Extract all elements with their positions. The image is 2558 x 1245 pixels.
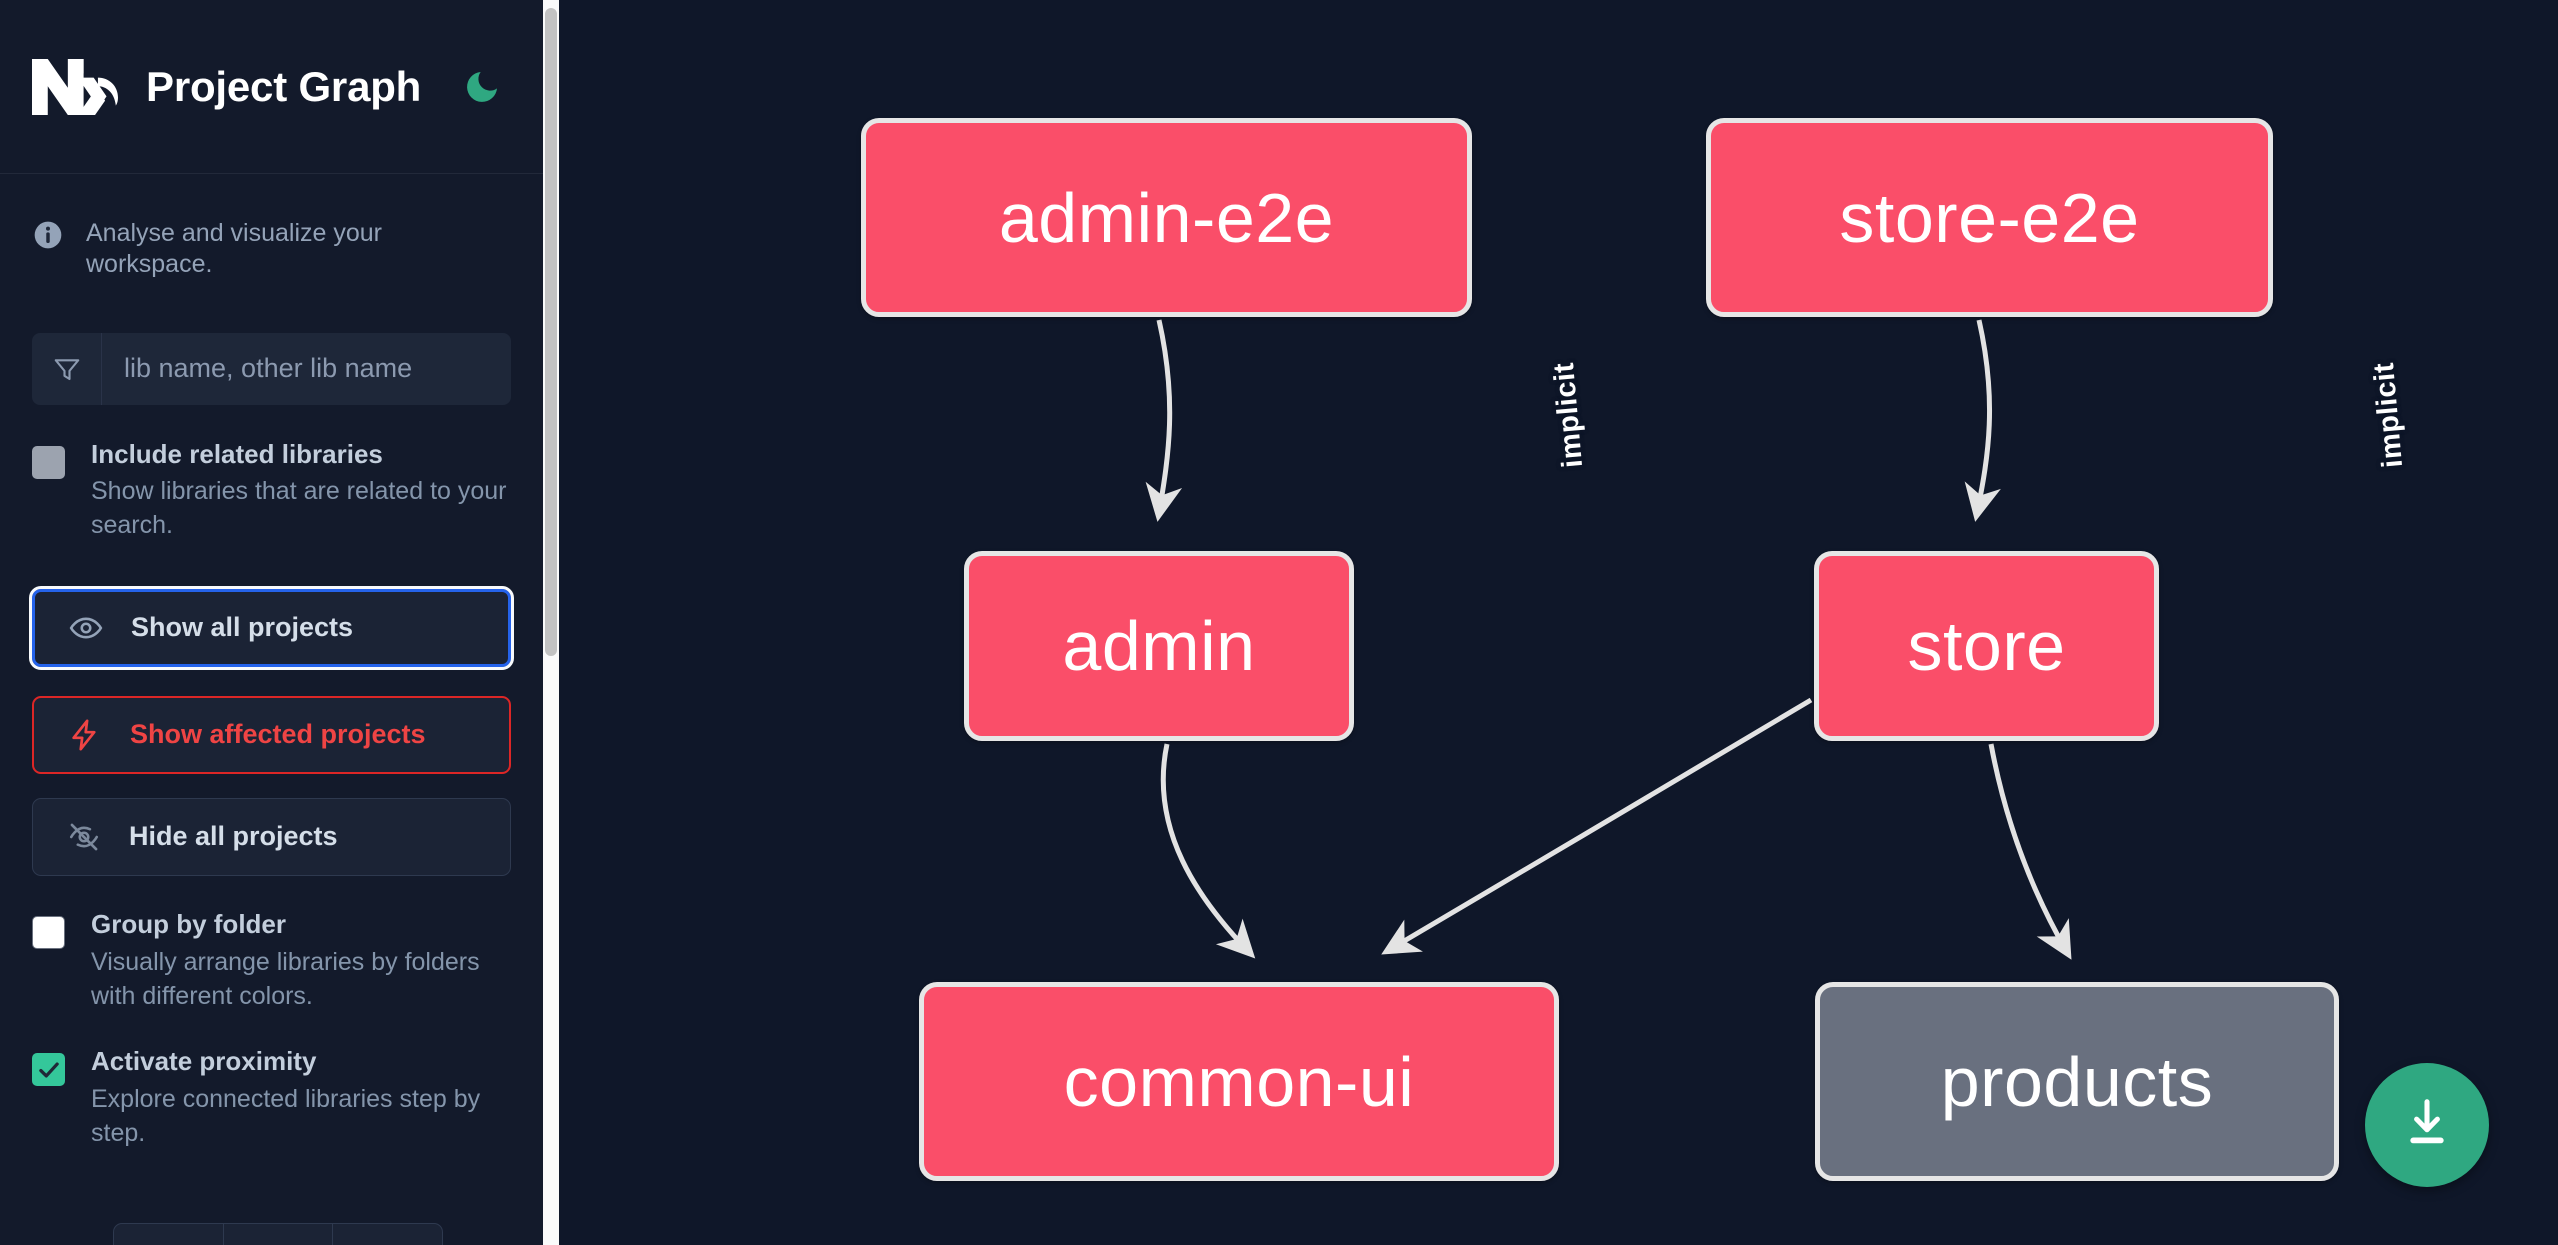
search-field[interactable] [32,332,511,405]
option-description: Explore connected libraries step by step… [91,1085,481,1147]
moon-icon[interactable] [459,64,505,110]
node-label: admin [1062,607,1256,685]
node-label: common-ui [1063,1042,1415,1121]
button-label: Show affected projects [130,719,426,750]
lightning-icon [66,716,104,754]
text-filter-segmented-control[interactable] [113,1223,443,1245]
graph-node-admin-e2e[interactable]: admin-e2e [861,118,1472,317]
button-label: Hide all projects [129,821,338,852]
nx-logo-icon [32,56,118,118]
option-activate-proximity[interactable]: Activate proximity Explore connected lib… [32,1046,511,1150]
group-by-folder-checkbox[interactable] [32,915,65,949]
tagline-text: Analyse and visualize your workspace. [86,219,382,279]
eye-off-icon [65,818,103,856]
option-include-related-libraries[interactable]: Include related libraries Show libraries… [32,438,511,543]
eye-icon [67,609,105,647]
graph-node-store[interactable]: store [1814,551,2159,741]
download-icon [2398,1094,2456,1157]
graph-canvas[interactable]: admin-e2e store-e2e admin store common-u… [559,0,2558,1245]
segment-1[interactable] [114,1224,224,1245]
node-label: products [1940,1042,2214,1121]
activate-proximity-checkbox[interactable] [32,1053,65,1087]
show-affected-projects-button[interactable]: Show affected projects [32,695,511,774]
node-label: store-e2e [1839,178,2140,257]
graph-node-common-ui[interactable]: common-ui [919,982,1559,1181]
option-label: Group by folder [91,908,286,939]
button-label: Show all projects [131,612,354,643]
info-icon [32,219,64,251]
graph-edges [1145,319,2072,960]
option-label: Activate proximity [91,1046,317,1077]
download-image-button[interactable] [2365,1063,2489,1187]
sidebar-body: Include related libraries Show libraries… [0,332,543,1151]
show-all-projects-button[interactable]: Show all projects [29,585,514,670]
graph-node-admin[interactable]: admin [964,551,1354,741]
sidebar-scrollbar[interactable] [543,0,559,1245]
segment-2[interactable] [224,1224,334,1245]
node-label: admin-e2e [998,178,1335,257]
page-title: Project Graph [146,62,422,110]
hide-all-projects-button[interactable]: Hide all projects [32,797,511,876]
option-description: Show libraries that are related to your … [91,477,507,540]
node-label: store [1907,607,2066,685]
sidebar-tagline: Analyse and visualize your workspace. [0,174,543,281]
sidebar-header: Project Graph [0,0,543,174]
option-label: Include related libraries [91,438,383,469]
segment-3[interactable] [333,1224,442,1245]
option-description: Visually arrange libraries by folders wi… [91,947,480,1010]
include-related-libraries-checkbox[interactable] [32,445,65,479]
graph-node-products[interactable]: products [1815,982,2339,1181]
sidebar: Project Graph Analyse and visualize your… [0,0,559,1245]
filter-icon [32,332,102,405]
sidebar-scrollbar-thumb[interactable] [545,8,557,656]
graph-node-store-e2e[interactable]: store-e2e [1706,118,2273,317]
projects-button-group: Show all projects Show affected projects [29,585,514,876]
option-group-by-folder[interactable]: Group by folder Visually arrange librari… [32,908,511,1013]
search-input[interactable] [102,332,511,405]
